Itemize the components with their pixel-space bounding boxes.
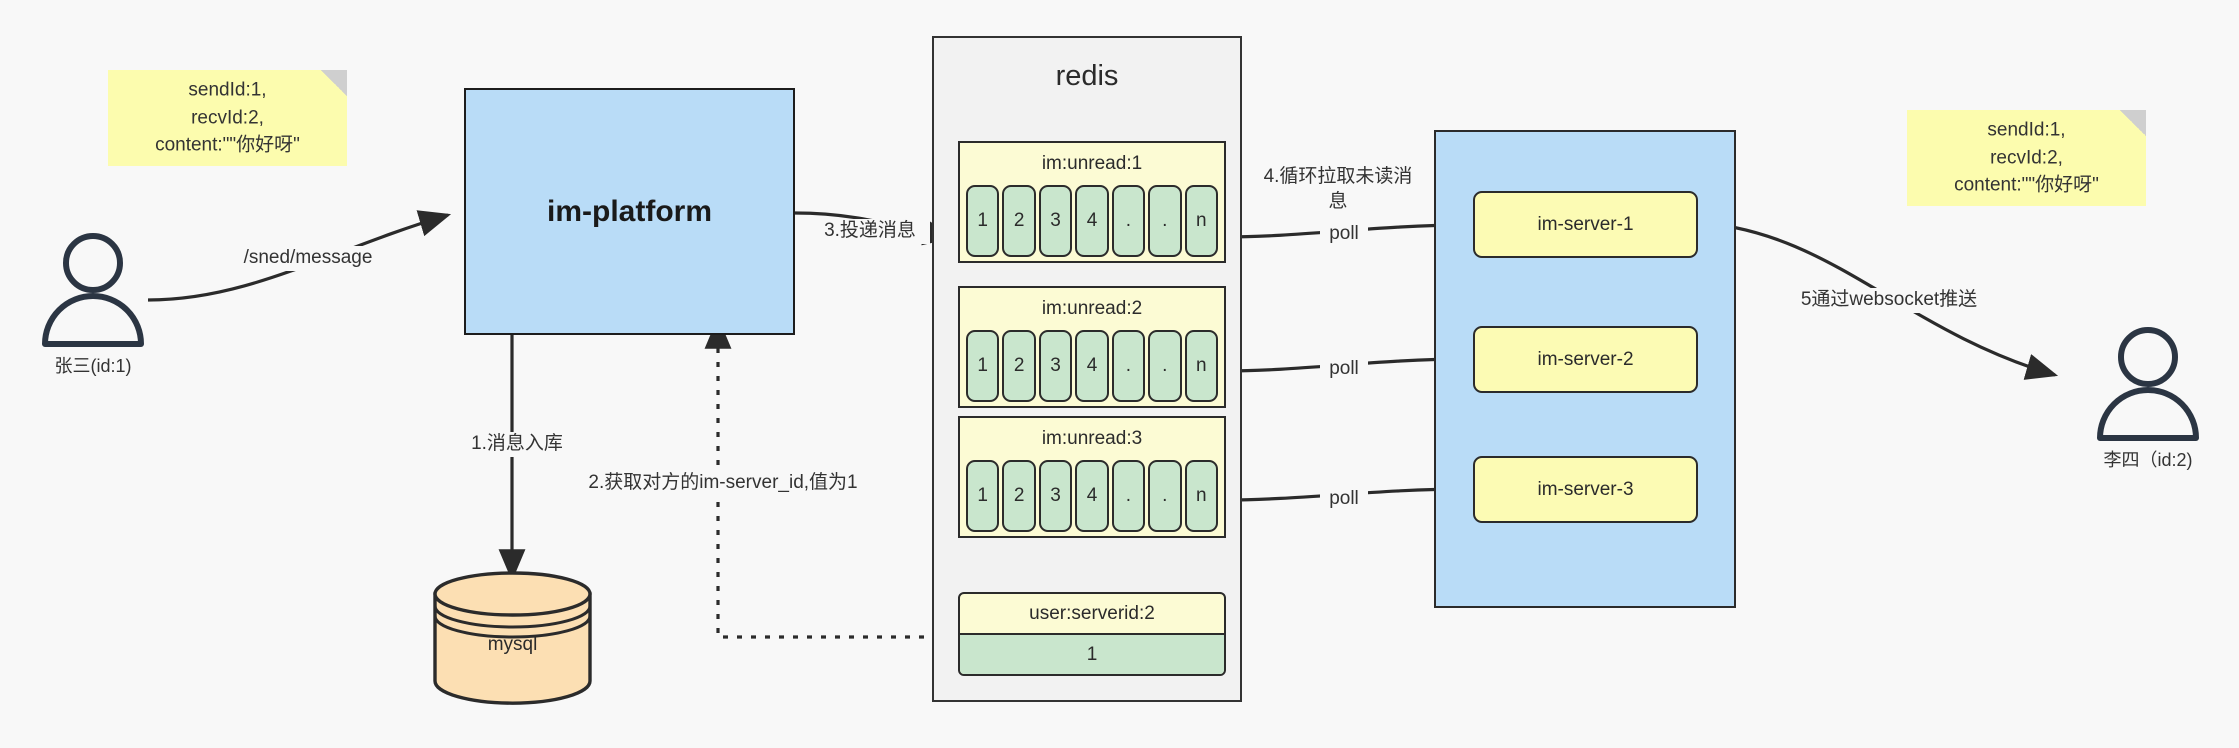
list-cell: 2	[1002, 185, 1036, 257]
list-cell: .	[1148, 330, 1182, 402]
note-right: sendId:1, recvId:2, content:""你好呀"	[1907, 110, 2146, 206]
node-im-server-1-label: im-server-1	[1537, 213, 1634, 235]
note-fold-icon	[2120, 110, 2146, 136]
edge-label-deliver: 3.投递消息	[810, 219, 930, 244]
redis-list-cells: 1 2 3 4 . . n	[960, 330, 1224, 408]
redis-list-key: im:unread:1	[1041, 153, 1143, 174]
list-cell: .	[1111, 460, 1146, 532]
node-im-server-1[interactable]: im-server-1	[1473, 191, 1698, 258]
redis-kv-key: user:serverid:2	[1029, 603, 1155, 624]
list-cell: 3	[1038, 460, 1073, 532]
redis-list-cells: 1 2 3 4 . . n	[960, 185, 1224, 263]
note-left: sendId:1, recvId:2, content:""你好呀"	[108, 70, 347, 166]
list-cell: n	[1184, 460, 1218, 532]
edge-label-send: /sned/message	[228, 246, 388, 271]
edge-label-store: 1.消息入库	[452, 432, 582, 457]
edge-label-poll-3: poll	[1320, 487, 1368, 512]
redis-kv-user-serverid[interactable]: user:serverid:2 1	[958, 592, 1226, 676]
node-im-server-3-label: im-server-3	[1537, 478, 1634, 500]
edge-label-getserver: 2.获取对方的im-server_id,值为1	[578, 471, 868, 496]
person-icon	[2097, 327, 2199, 441]
node-redis-label: redis	[1055, 60, 1119, 92]
list-cell: 3	[1038, 185, 1073, 257]
actor-receiver	[2088, 326, 2208, 441]
node-mysql-label: mysql	[487, 634, 538, 655]
node-im-server-2[interactable]: im-server-2	[1473, 326, 1698, 393]
redis-list-im-unread-1[interactable]: im:unread:1 1 2 3 4 . . n	[958, 141, 1226, 263]
list-cell: .	[1111, 330, 1146, 402]
note-left-text: sendId:1, recvId:2, content:""你好呀"	[155, 79, 300, 156]
node-im-platform[interactable]: im-platform	[464, 88, 795, 335]
actor-sender-caption: 张三(id:1)	[54, 356, 132, 376]
list-cell: n	[1184, 185, 1218, 257]
list-cell: 1	[966, 185, 1000, 257]
list-cell: 2	[1002, 460, 1036, 532]
actor-sender	[33, 232, 153, 347]
edge-label-push: 5通过websocket推送	[1779, 288, 1999, 313]
list-cell: n	[1184, 330, 1218, 402]
redis-list-im-unread-2[interactable]: im:unread:2 1 2 3 4 . . n	[958, 286, 1226, 408]
edge-label-poll-1: poll	[1320, 222, 1368, 247]
edge-label-poll-2: poll	[1320, 357, 1368, 382]
list-cell: 4	[1075, 330, 1109, 402]
redis-kv-value: 1	[960, 633, 1224, 674]
redis-list-key: im:unread:3	[1041, 428, 1143, 449]
list-cell: 1	[966, 330, 1000, 402]
list-cell: 2	[1002, 330, 1036, 402]
person-icon	[42, 233, 144, 347]
redis-list-im-unread-3[interactable]: im:unread:3 1 2 3 4 . . n	[958, 416, 1226, 538]
note-fold-icon	[321, 70, 347, 96]
list-cell: .	[1148, 460, 1182, 532]
node-mysql[interactable]: mysql	[430, 570, 595, 705]
list-cell: 4	[1075, 460, 1109, 532]
list-cell: 1	[966, 460, 1000, 532]
list-cell: 4	[1075, 185, 1109, 257]
node-im-server-3[interactable]: im-server-3	[1473, 456, 1698, 523]
list-cell: .	[1148, 185, 1182, 257]
edge-label-poll: 4.循环拉取未读消 息	[1254, 165, 1422, 215]
redis-list-cells: 1 2 3 4 . . n	[960, 460, 1224, 538]
note-right-text: sendId:1, recvId:2, content:""你好呀"	[1954, 119, 2099, 196]
list-cell: 3	[1038, 330, 1073, 402]
database-cylinder-icon	[433, 571, 592, 705]
list-cell: .	[1111, 185, 1146, 257]
node-im-platform-label: im-platform	[547, 194, 712, 228]
node-im-server-2-label: im-server-2	[1537, 348, 1634, 370]
redis-list-key: im:unread:2	[1041, 298, 1143, 319]
actor-receiver-caption: 李四（id:2)	[2103, 450, 2193, 470]
